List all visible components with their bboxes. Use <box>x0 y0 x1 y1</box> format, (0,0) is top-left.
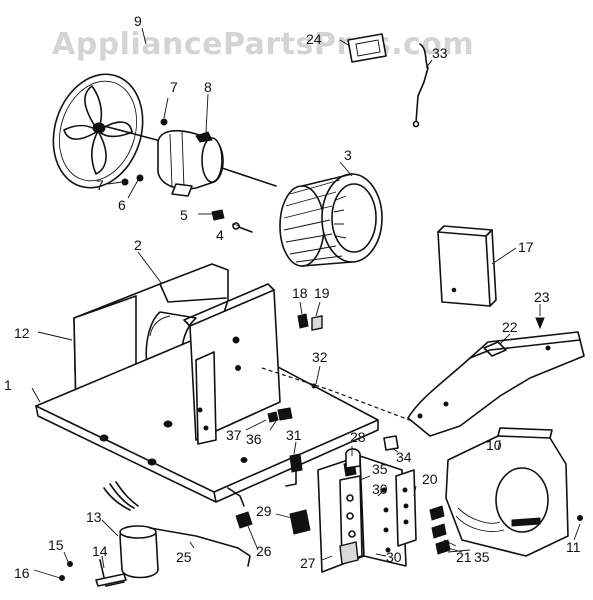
label-29: 29 <box>256 503 272 519</box>
label-11: 11 <box>566 539 581 555</box>
screw-15-icon <box>67 561 73 567</box>
motor-mount-panel <box>183 283 281 445</box>
nut-7b-icon <box>121 178 129 186</box>
label-7b: 7 <box>96 177 104 193</box>
washer-6-icon <box>136 174 144 182</box>
label-10: 10 <box>486 437 502 453</box>
label-2: 2 <box>134 237 142 253</box>
label-12: 12 <box>14 325 30 341</box>
label-3: 3 <box>344 147 352 163</box>
label-20: 20 <box>422 471 438 487</box>
label-19: 19 <box>314 285 330 301</box>
label-17: 17 <box>518 239 534 255</box>
label-35a: 35 <box>372 461 388 477</box>
label-25: 25 <box>176 549 192 565</box>
label-21: 21 <box>456 549 472 565</box>
label-6: 6 <box>118 197 126 213</box>
label-22: 22 <box>502 319 518 335</box>
screw-11-icon <box>577 515 583 521</box>
label-5: 5 <box>180 207 188 223</box>
screws-21 <box>429 505 451 555</box>
wiring-25 <box>103 481 251 567</box>
label-34: 34 <box>396 449 412 465</box>
clip-36-icon <box>277 407 293 421</box>
capacitor-bracket-14 <box>95 559 127 587</box>
capacitor-13 <box>119 525 159 579</box>
label-30b: 30 <box>386 549 402 565</box>
label-33: 33 <box>432 45 448 61</box>
relay-29-icon <box>289 509 311 535</box>
leader-lines <box>31 27 581 579</box>
clip-18-icon <box>297 313 309 329</box>
label-32: 32 <box>312 349 328 365</box>
panel-17 <box>437 225 497 307</box>
label-18: 18 <box>292 285 308 301</box>
label-26: 26 <box>256 543 272 559</box>
wire-33 <box>412 43 429 128</box>
blower-scroll-10 <box>445 427 569 557</box>
scroll-cover-22 <box>407 331 585 437</box>
label-23: 23 <box>534 289 550 305</box>
label-36: 36 <box>246 431 262 447</box>
control-panel <box>317 455 407 573</box>
terminal-strip-20 <box>395 469 417 547</box>
clip-19-icon <box>311 315 323 331</box>
nut-7a-icon <box>160 118 168 126</box>
label-30a: 30 <box>372 481 388 497</box>
shaft-line <box>261 367 421 425</box>
clip-26-icon <box>235 511 253 529</box>
fan-motor <box>103 125 277 197</box>
switch-31-icon <box>289 453 303 473</box>
screw-23-icon <box>535 317 545 330</box>
label-1: 1 <box>4 377 12 393</box>
label-4: 4 <box>216 227 224 243</box>
clip-37-icon <box>267 411 279 423</box>
label-7a: 7 <box>170 79 178 95</box>
blower-wheel <box>279 173 383 267</box>
label-35b: 35 <box>474 549 490 565</box>
label-15: 15 <box>48 537 64 553</box>
label-31: 31 <box>286 427 302 443</box>
label-13: 13 <box>86 509 102 525</box>
fan-blade <box>52 73 144 189</box>
label-28: 28 <box>350 429 366 445</box>
label-9: 9 <box>134 13 142 29</box>
label-16: 16 <box>14 565 30 581</box>
callout-labels: 1 2 3 4 5 6 7 7 8 9 10 11 12 13 14 15 16… <box>4 13 581 581</box>
bracket-34-icon <box>383 435 399 451</box>
watermark-text: AppliancePartsPros.com <box>52 27 474 62</box>
label-37: 37 <box>226 427 242 443</box>
label-8: 8 <box>204 79 212 95</box>
screw-16-icon <box>59 575 65 581</box>
label-24: 24 <box>306 31 322 47</box>
bracket-24 <box>347 33 387 63</box>
clip-28-icon <box>345 448 361 469</box>
label-14: 14 <box>92 543 108 559</box>
clamp-5-icon <box>211 209 225 221</box>
label-27: 27 <box>300 555 316 571</box>
